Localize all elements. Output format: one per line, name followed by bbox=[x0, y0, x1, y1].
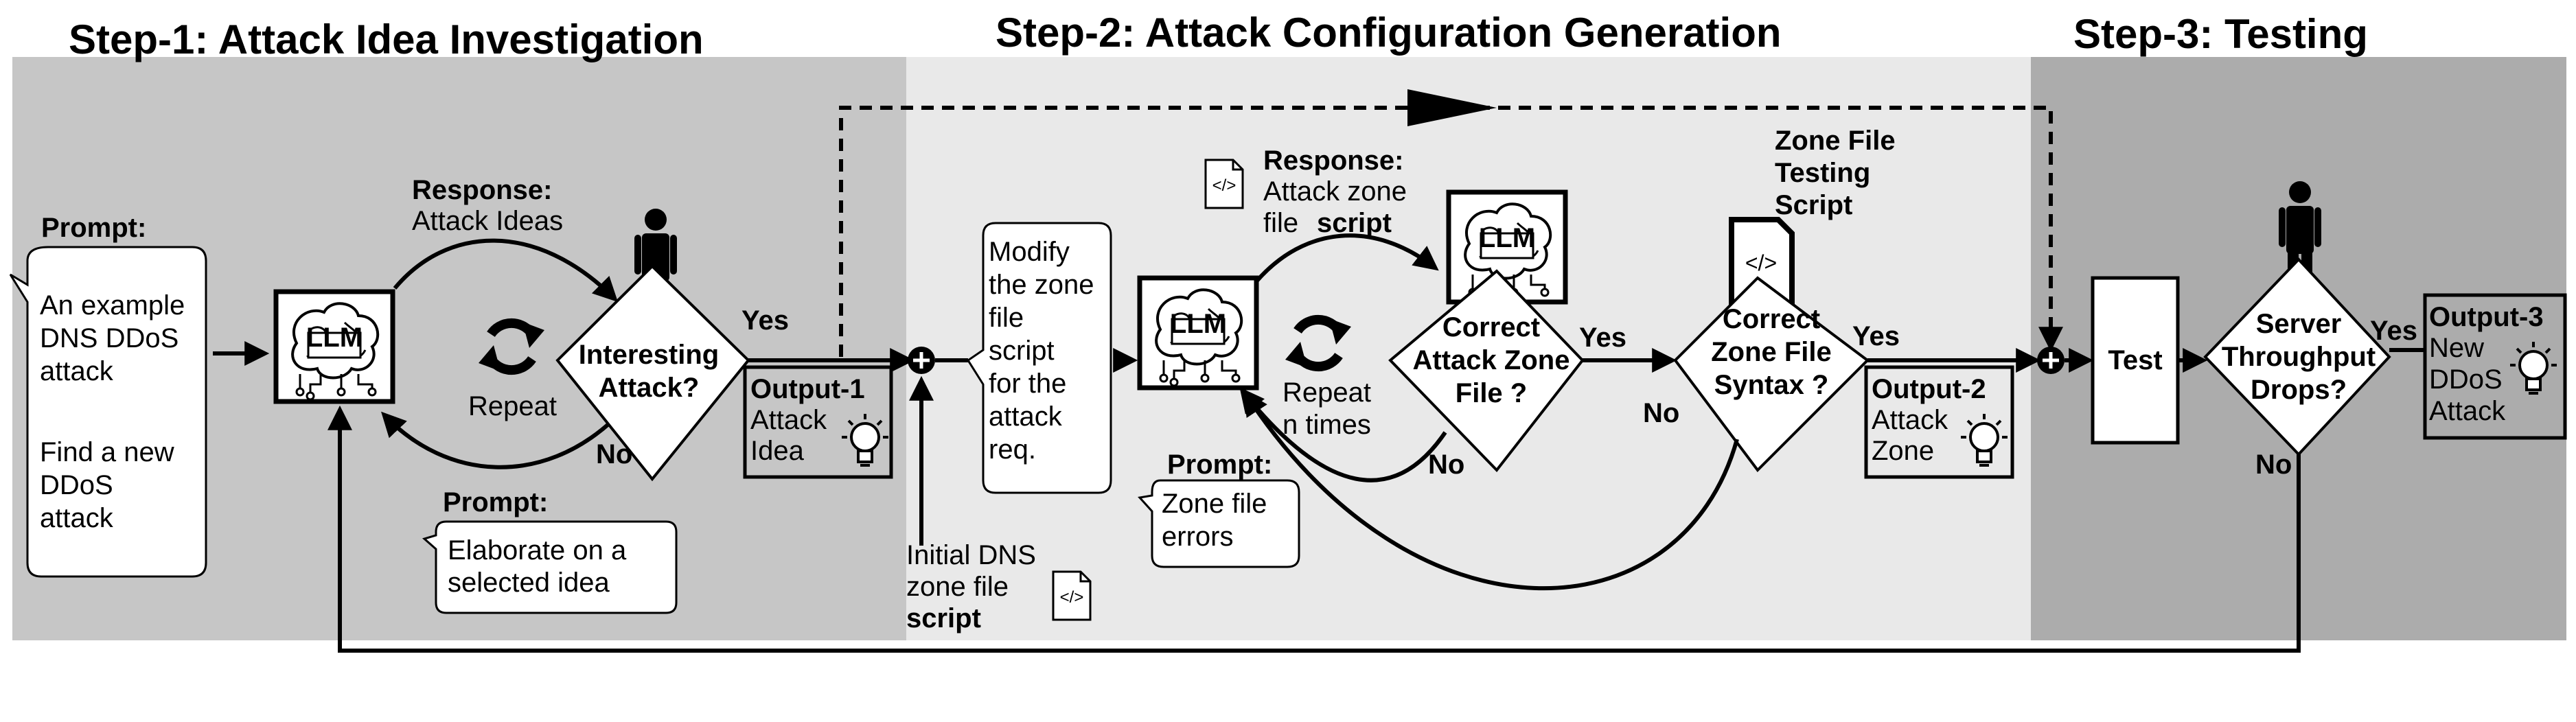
decision1-line: Correct bbox=[1442, 312, 1540, 342]
decision2-no-label: No bbox=[1643, 398, 1679, 428]
decision1-line: File ? bbox=[1456, 378, 1527, 408]
step1-prompt-line: DNS DDoS bbox=[40, 323, 179, 353]
step1-title: Step-1: Attack Idea Investigation bbox=[69, 16, 704, 62]
modify-line: script bbox=[989, 336, 1055, 366]
step3-no-label: No bbox=[2255, 450, 2292, 480]
step1-response-text: Attack Ideas bbox=[412, 206, 563, 236]
llm-3-label: LLM bbox=[1479, 223, 1535, 253]
step1-yes-label: Yes bbox=[741, 305, 789, 336]
global-feedback-arrow bbox=[327, 405, 2301, 653]
output-3-line: New bbox=[2429, 333, 2484, 363]
code-file-icon bbox=[1052, 570, 1092, 621]
response-script-file bbox=[1204, 159, 1244, 209]
decision-no-loop-arrow bbox=[381, 411, 617, 469]
step2-error-title: Prompt: bbox=[1167, 450, 1272, 480]
step3-yes-label: Yes bbox=[2370, 316, 2417, 346]
step1-no-label: No bbox=[596, 439, 632, 469]
testing-script-line: Script bbox=[1775, 190, 1852, 220]
llm-to-decision-arrow bbox=[393, 238, 619, 303]
step1-prompt-line: attack bbox=[40, 356, 114, 386]
decision1-line: Attack Zone bbox=[1413, 345, 1570, 375]
step1-prompt-line: DDoS bbox=[40, 470, 113, 500]
step1-response-title: Response: bbox=[412, 175, 553, 205]
output-3-line: Attack bbox=[2429, 396, 2506, 426]
step2-title: Step-2: Attack Configuration Generation bbox=[996, 10, 1782, 56]
modify-prompt-bubble bbox=[966, 222, 1112, 494]
step2-response-line: file bbox=[1263, 208, 1298, 238]
output-3-title: Output-3 bbox=[2429, 302, 2544, 332]
modify-line: the zone bbox=[989, 270, 1094, 300]
step1-prompt-line: An example bbox=[40, 290, 185, 321]
modify-line: file bbox=[989, 303, 1024, 333]
step1-decision-line: Interesting bbox=[579, 340, 719, 370]
initial-script-line: Initial DNS bbox=[906, 540, 1036, 570]
decision1-yes-label: Yes bbox=[1579, 323, 1626, 353]
testing-script-file bbox=[1729, 217, 1795, 306]
step1-elaborate-title: Prompt: bbox=[443, 487, 548, 517]
initial-script-file bbox=[1052, 570, 1092, 621]
decision2-no-loop-arrow bbox=[1243, 390, 1739, 591]
initial-script-line: zone file bbox=[906, 572, 1009, 602]
testing-script-code-glyph: </> bbox=[1745, 251, 1777, 275]
llm-2-label: LLM bbox=[1170, 309, 1226, 339]
step2-error-bubble bbox=[1138, 479, 1300, 568]
output-1-line: Idea bbox=[750, 436, 805, 466]
step3-decision-line: Drops? bbox=[2251, 375, 2347, 405]
step2-error-line: Zone file bbox=[1162, 489, 1267, 519]
decision2-yes-label: Yes bbox=[1852, 321, 1900, 351]
step1-prompt-line: attack bbox=[40, 503, 114, 533]
output-2-line: Attack bbox=[1872, 405, 1948, 435]
step1-elaborate-bubble bbox=[422, 520, 678, 614]
step2-repeat-line: n times bbox=[1283, 410, 1371, 440]
dashed-direction-arrowhead bbox=[1407, 89, 1497, 126]
output-2-line: Zone bbox=[1872, 436, 1934, 466]
output-1-title: Output-1 bbox=[750, 374, 865, 404]
initial-script-bold: script bbox=[906, 603, 981, 633]
step3-decision-line: Throughput bbox=[2222, 342, 2376, 372]
llm-1-label: LLM bbox=[306, 323, 363, 353]
step2-response-line: Attack zone bbox=[1263, 176, 1407, 207]
step1-elaborate-line: Elaborate on a bbox=[448, 535, 627, 566]
step2-response-bold: script bbox=[1317, 208, 1392, 238]
modify-line: Modify bbox=[989, 237, 1070, 267]
output-2-title: Output-2 bbox=[1872, 374, 1986, 404]
step2-response-title: Response: bbox=[1263, 145, 1404, 176]
output-1-line: Attack bbox=[750, 405, 827, 435]
modify-line: attack bbox=[989, 401, 1063, 432]
step1-prompt-line: Find a new bbox=[40, 437, 174, 467]
decision2-line: Correct bbox=[1723, 304, 1820, 334]
testing-script-line: Zone File bbox=[1775, 126, 1896, 156]
llm2-to-decision-arrow bbox=[1254, 233, 1439, 283]
step1-repeat-label: Repeat bbox=[468, 391, 557, 421]
decision2-line: Zone File bbox=[1711, 337, 1832, 367]
interesting-attack-decision bbox=[555, 264, 750, 482]
step1-elaborate-line: selected idea bbox=[448, 568, 610, 598]
decision1-no-label: No bbox=[1428, 450, 1464, 480]
step1-decision-line: Attack? bbox=[599, 373, 700, 403]
decision2-line: Syntax ? bbox=[1714, 370, 1829, 400]
decision1-no-loop-arrow bbox=[1239, 387, 1447, 482]
code-file-icon bbox=[1204, 159, 1244, 209]
test-box bbox=[2091, 276, 2180, 445]
output-3-line: DDoS bbox=[2429, 364, 2503, 395]
step2-error-line: errors bbox=[1162, 522, 1233, 552]
testing-script-line: Testing bbox=[1775, 158, 1870, 188]
step3-decision-line: Server bbox=[2256, 309, 2342, 339]
step3-title: Step-3: Testing bbox=[2073, 11, 2368, 57]
modify-line: for the bbox=[989, 369, 1066, 399]
step1-prompt-title: Prompt: bbox=[41, 213, 146, 243]
test-label: Test bbox=[2108, 345, 2162, 375]
modify-line: req. bbox=[989, 434, 1036, 465]
step2-repeat-line: Repeat bbox=[1283, 377, 1371, 408]
step1-prompt-bubble bbox=[9, 246, 207, 578]
correct-attack-zone-decision bbox=[1388, 269, 1585, 473]
correct-syntax-decision bbox=[1673, 276, 1870, 473]
